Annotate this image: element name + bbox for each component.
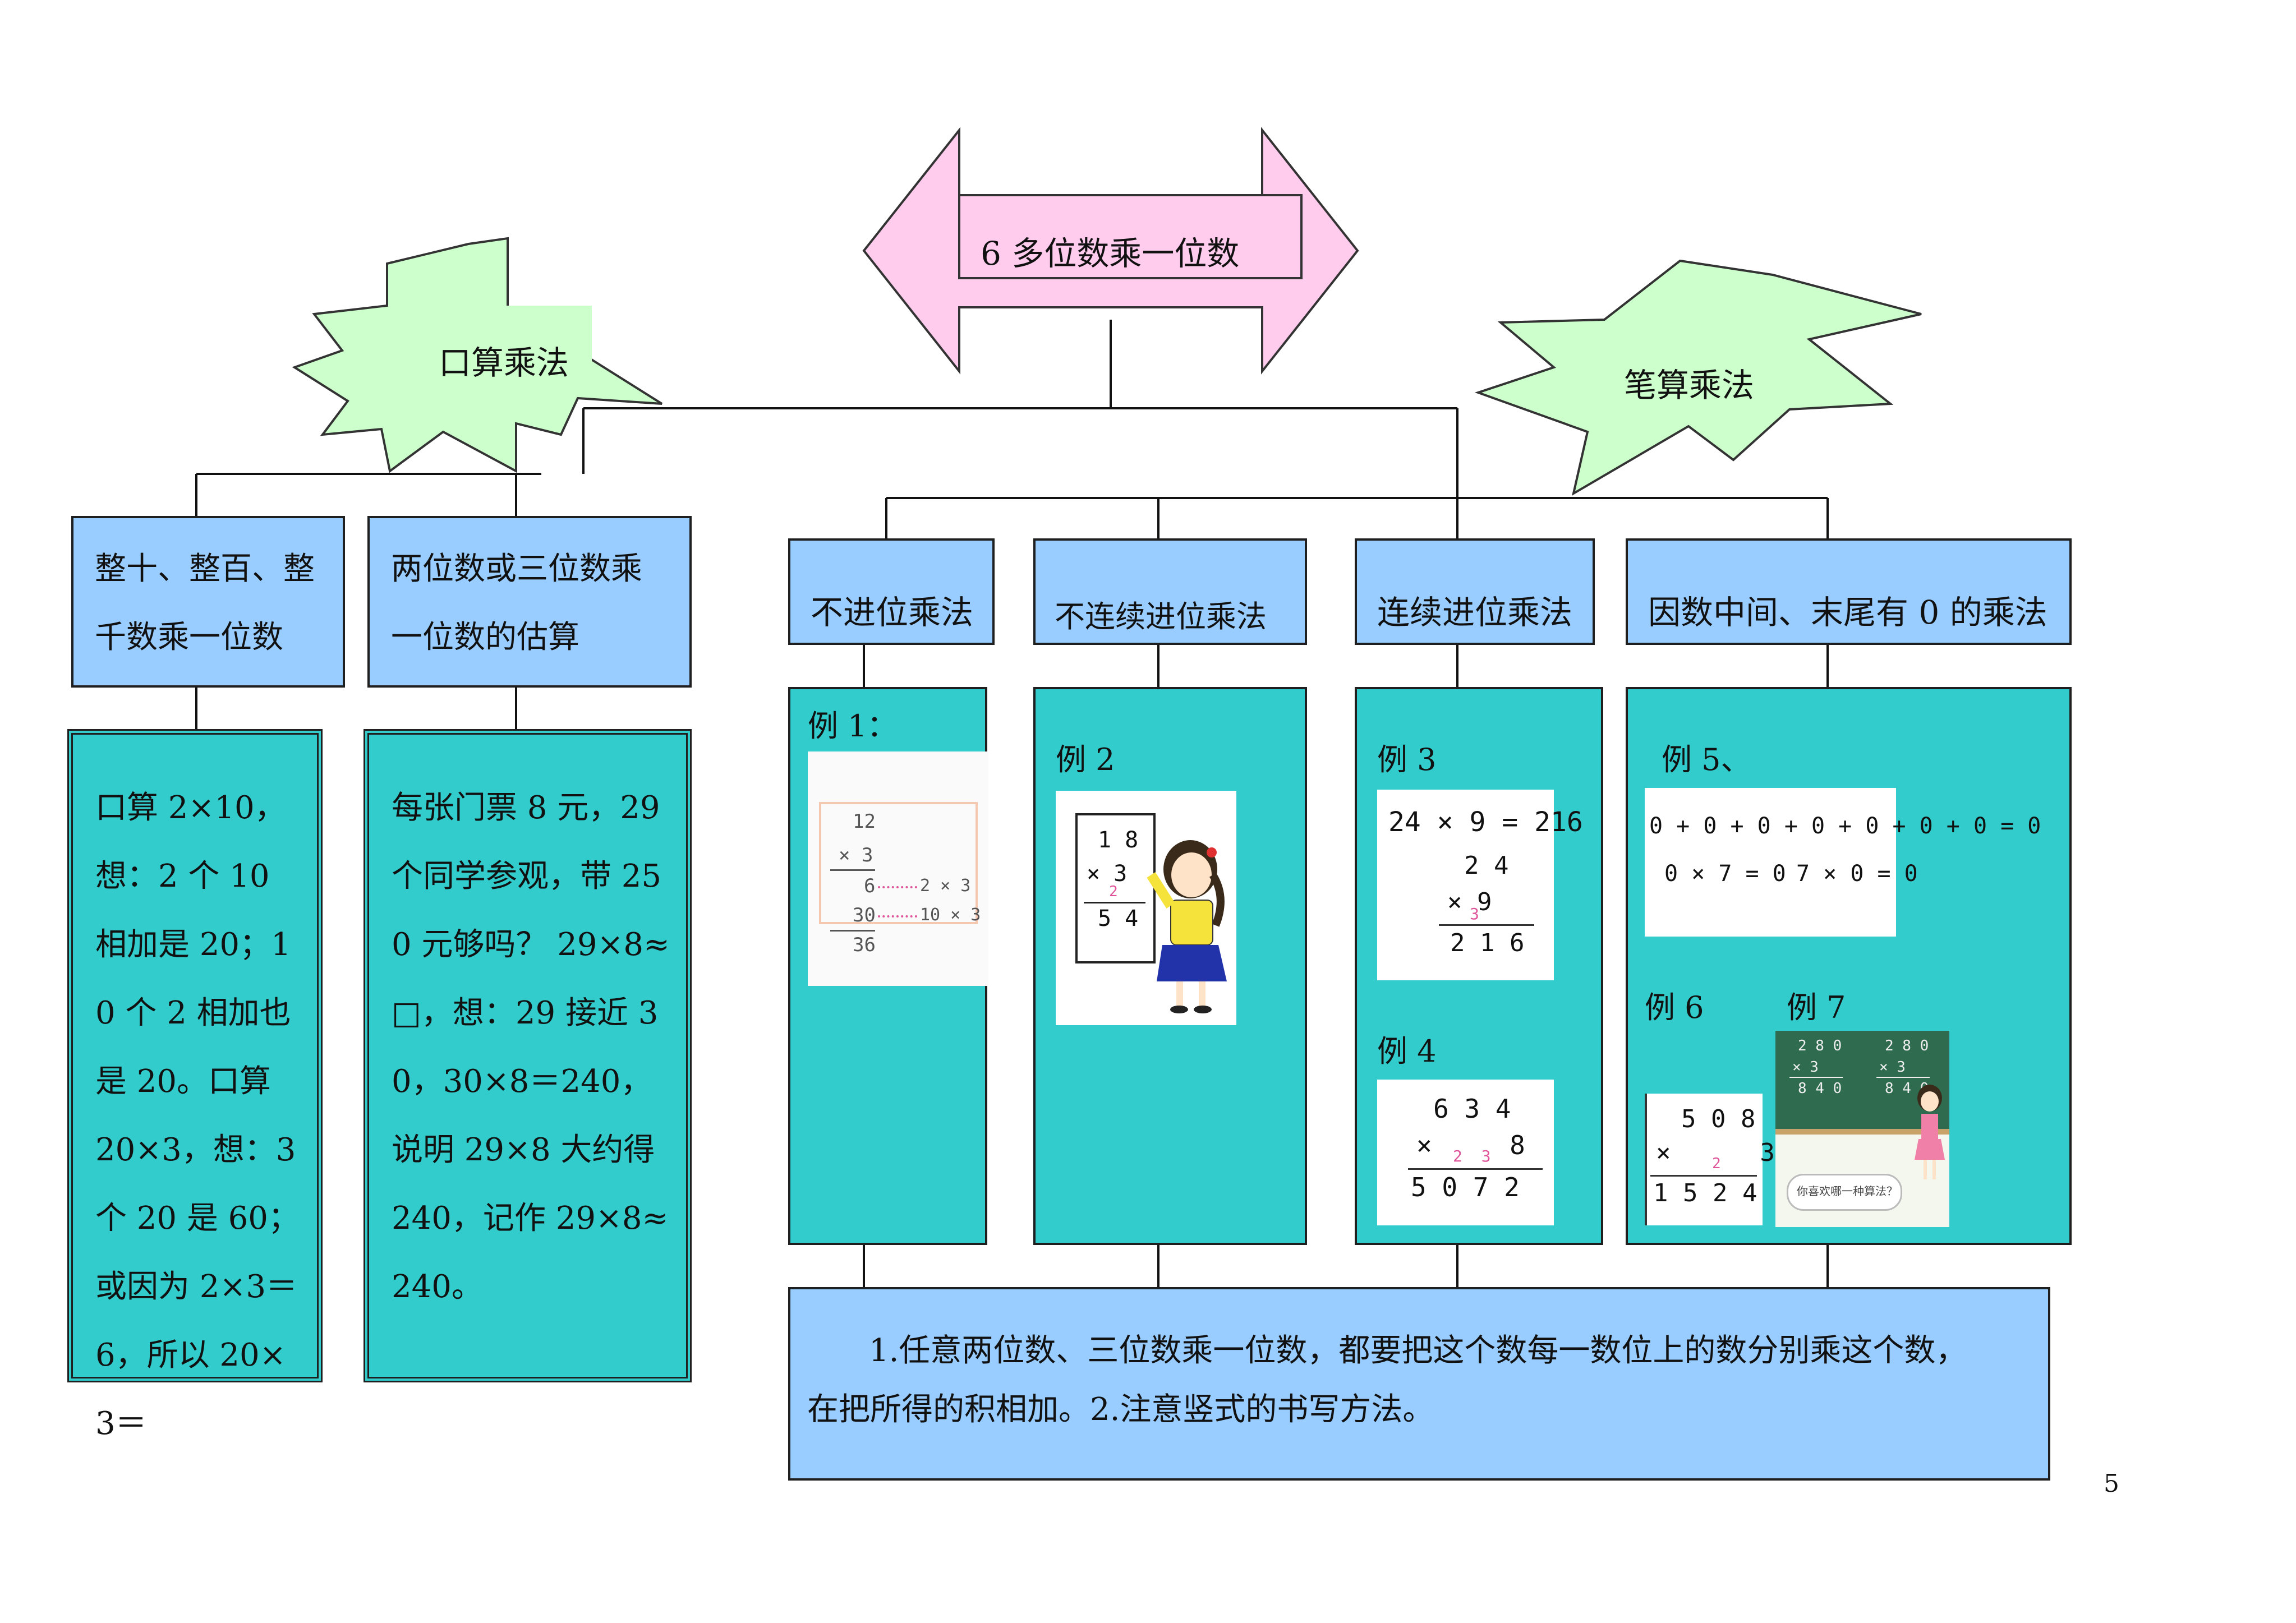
example-oral-calc-text: 口算 2×10，想：2 个 10 相加是 20；10 个 2 相加也是 20。口…: [95, 790, 300, 1442]
ex3-rule: [1439, 924, 1534, 926]
example-1-frame: [819, 802, 978, 924]
ex1-dots-1: [878, 886, 917, 888]
ex6-edge: [1645, 1094, 1647, 1225]
example-7-picture: 2 8 0 × 3 8 4 0 2 8 0 × 3 8 4 0 你喜欢哪一种算法…: [1775, 1031, 1949, 1227]
example-estimation-text: 每张门票 8 元，29 个同学参观，带 250 元够吗？ 29×8≈□，想：29…: [392, 790, 670, 1305]
example-oral-calc: 口算 2×10，想：2 个 10 相加是 20；10 个 2 相加也是 20。口…: [67, 729, 323, 1442]
ex2-rule: [1084, 902, 1145, 903]
category-zero-factor: [1626, 538, 2072, 645]
ex3-mult: × 9: [1447, 888, 1492, 916]
example-6-label: 例 6: [1645, 990, 1704, 1025]
ex7-b-top: 2 8 0: [1885, 1038, 1929, 1054]
ex4-result: 5 0 7 2: [1411, 1172, 1520, 1202]
ex5-line1: 0 + 0 + 0 + 0 + 0 + 0 + 0 = 0: [1649, 813, 2041, 839]
ex2-board: [1075, 813, 1156, 963]
right-burst: [1474, 259, 1922, 496]
ex2-carry: 2: [1109, 883, 1118, 900]
ex5-line2a: 0 × 7 = 0: [1664, 861, 1786, 887]
summary-box: 1.任意两位数、三位数乘一位数，都要把这个数每一数位上的数分别乘这个数， 在把所…: [788, 1287, 2050, 1481]
example-3-label: 例 3: [1377, 742, 1437, 777]
ex3-equation: 24 × 9 = 216: [1388, 806, 1583, 838]
ex1-dots-2: [878, 915, 917, 917]
ex6-mult: × 3: [1656, 1138, 1775, 1167]
ex3-carry: 3: [1470, 905, 1479, 923]
example-4-picture: 6 3 4 × 8 2 3 5 0 7 2: [1377, 1080, 1554, 1225]
category-estimation: 两位数或三位数乘一位数的估算: [367, 516, 692, 688]
category-whole-tens-text: 整十、整百、整千数乘一位数: [95, 551, 315, 656]
ex2-top: 1 8: [1098, 827, 1139, 853]
ex7-chalkboard: [1775, 1031, 1949, 1135]
example-1-picture: 12 × 3 6 2 × 3 30 10 × 3 36: [808, 751, 988, 986]
ex2-mult: × 3: [1087, 861, 1128, 887]
ex1-p1-note: 2 × 3: [920, 876, 971, 896]
page-title: 6 多位数乘一位数: [981, 234, 1240, 273]
ex3-top: 2 4: [1464, 851, 1509, 880]
ex1-result: 36: [853, 934, 876, 956]
category-zero-factor-text: 因数中间、末尾有 0 的乘法: [1648, 593, 2047, 631]
example-estimation: 每张门票 8 元，29 个同学参观，带 250 元够吗？ 29×8≈□，想：29…: [364, 729, 692, 1382]
ex1-mult: × 3: [839, 844, 873, 866]
category-whole-tens: 整十、整百、整千数乘一位数: [71, 516, 345, 688]
ex2-result: 5 4: [1098, 906, 1139, 932]
example-4-label: 例 4: [1377, 1034, 1437, 1069]
right-branch-label: 笔算乘法: [1624, 366, 1755, 404]
girl-pointer-illustration: [1915, 1085, 1945, 1179]
girl-teacher-illustration: [1147, 840, 1227, 1013]
category-consecutive-carry: [1355, 538, 1595, 645]
ex6-top: 5 0 8: [1681, 1105, 1756, 1133]
category-consecutive-carry-text: 连续进位乘法: [1377, 593, 1573, 631]
example-7-label: 例 7: [1787, 990, 1846, 1025]
example-6-picture: 5 0 8 × 3 2 1 5 2 4: [1645, 1094, 1775, 1225]
left-branch-label-box: [418, 306, 592, 390]
ex3-result: 2 1 6: [1450, 929, 1525, 957]
ex4-top: 6 3 4: [1433, 1094, 1511, 1124]
category-non-consecutive-carry-text: 不连续进位乘法: [1055, 599, 1267, 634]
ex1-top: 12: [853, 810, 876, 833]
example-5-label: 例 5、: [1662, 742, 1751, 777]
ex7-a-top: 2 8 0: [1798, 1038, 1842, 1054]
ex1-rule-1: [830, 869, 875, 871]
example-1-label: 例 1：: [808, 708, 898, 744]
page-number: 5: [2104, 1469, 2119, 1498]
ex6-result: 1 5 2 4: [1653, 1179, 1757, 1207]
ex6-carry: 2: [1712, 1155, 1721, 1172]
ex7-bubble-text: 你喜欢哪一种算法？: [1797, 1184, 1898, 1198]
example-2-picture: 1 8 × 3 2 5 4: [1056, 791, 1236, 1025]
example-3-picture: 24 × 9 = 216 2 4 × 9 3 2 1 6: [1377, 790, 1583, 980]
category-no-carry-text: 不进位乘法: [811, 593, 974, 631]
ex1-p2: 30: [853, 904, 876, 926]
ex4-rule: [1408, 1168, 1543, 1170]
category-no-carry: [788, 538, 995, 645]
left-branch-label: 口算乘法: [439, 344, 569, 382]
ex7-a-res: 8 4 0: [1798, 1080, 1842, 1097]
ex7-speech-bubble: [1787, 1174, 1902, 1211]
ex1-rule-2: [830, 930, 875, 932]
ex7-a-rule: [1789, 1077, 1843, 1078]
ex4-carry: 2 3: [1453, 1147, 1491, 1165]
summary-line-2: 在把所得的积相加。2.注意竖式的书写方法。: [807, 1391, 1434, 1428]
ex6-rule: [1650, 1175, 1757, 1177]
example-2-label: 例 2: [1056, 742, 1115, 777]
title-inner-box: [958, 194, 1303, 279]
ex7-b-rule: [1876, 1077, 1930, 1078]
ex4-mult: × 8: [1416, 1130, 1525, 1160]
category-estimation-text: 两位数或三位数乘一位数的估算: [391, 551, 642, 656]
ex5-line2b: 7 × 0 = 0: [1796, 861, 1918, 887]
ex1-p2-note: 10 × 3: [920, 905, 981, 925]
example-5-picture: 0 + 0 + 0 + 0 + 0 + 0 + 0 = 0 0 × 7 = 0 …: [1645, 788, 2041, 937]
summary-line-1: 1.任意两位数、三位数乘一位数，都要把这个数每一数位上的数分别乘这个数，: [869, 1332, 1967, 1369]
ex1-p1: 6: [864, 875, 876, 897]
category-non-consecutive-carry: [1033, 538, 1307, 645]
ex7-a-mult: × 3: [1792, 1059, 1819, 1076]
ex7-b-mult: × 3: [1879, 1059, 1906, 1076]
